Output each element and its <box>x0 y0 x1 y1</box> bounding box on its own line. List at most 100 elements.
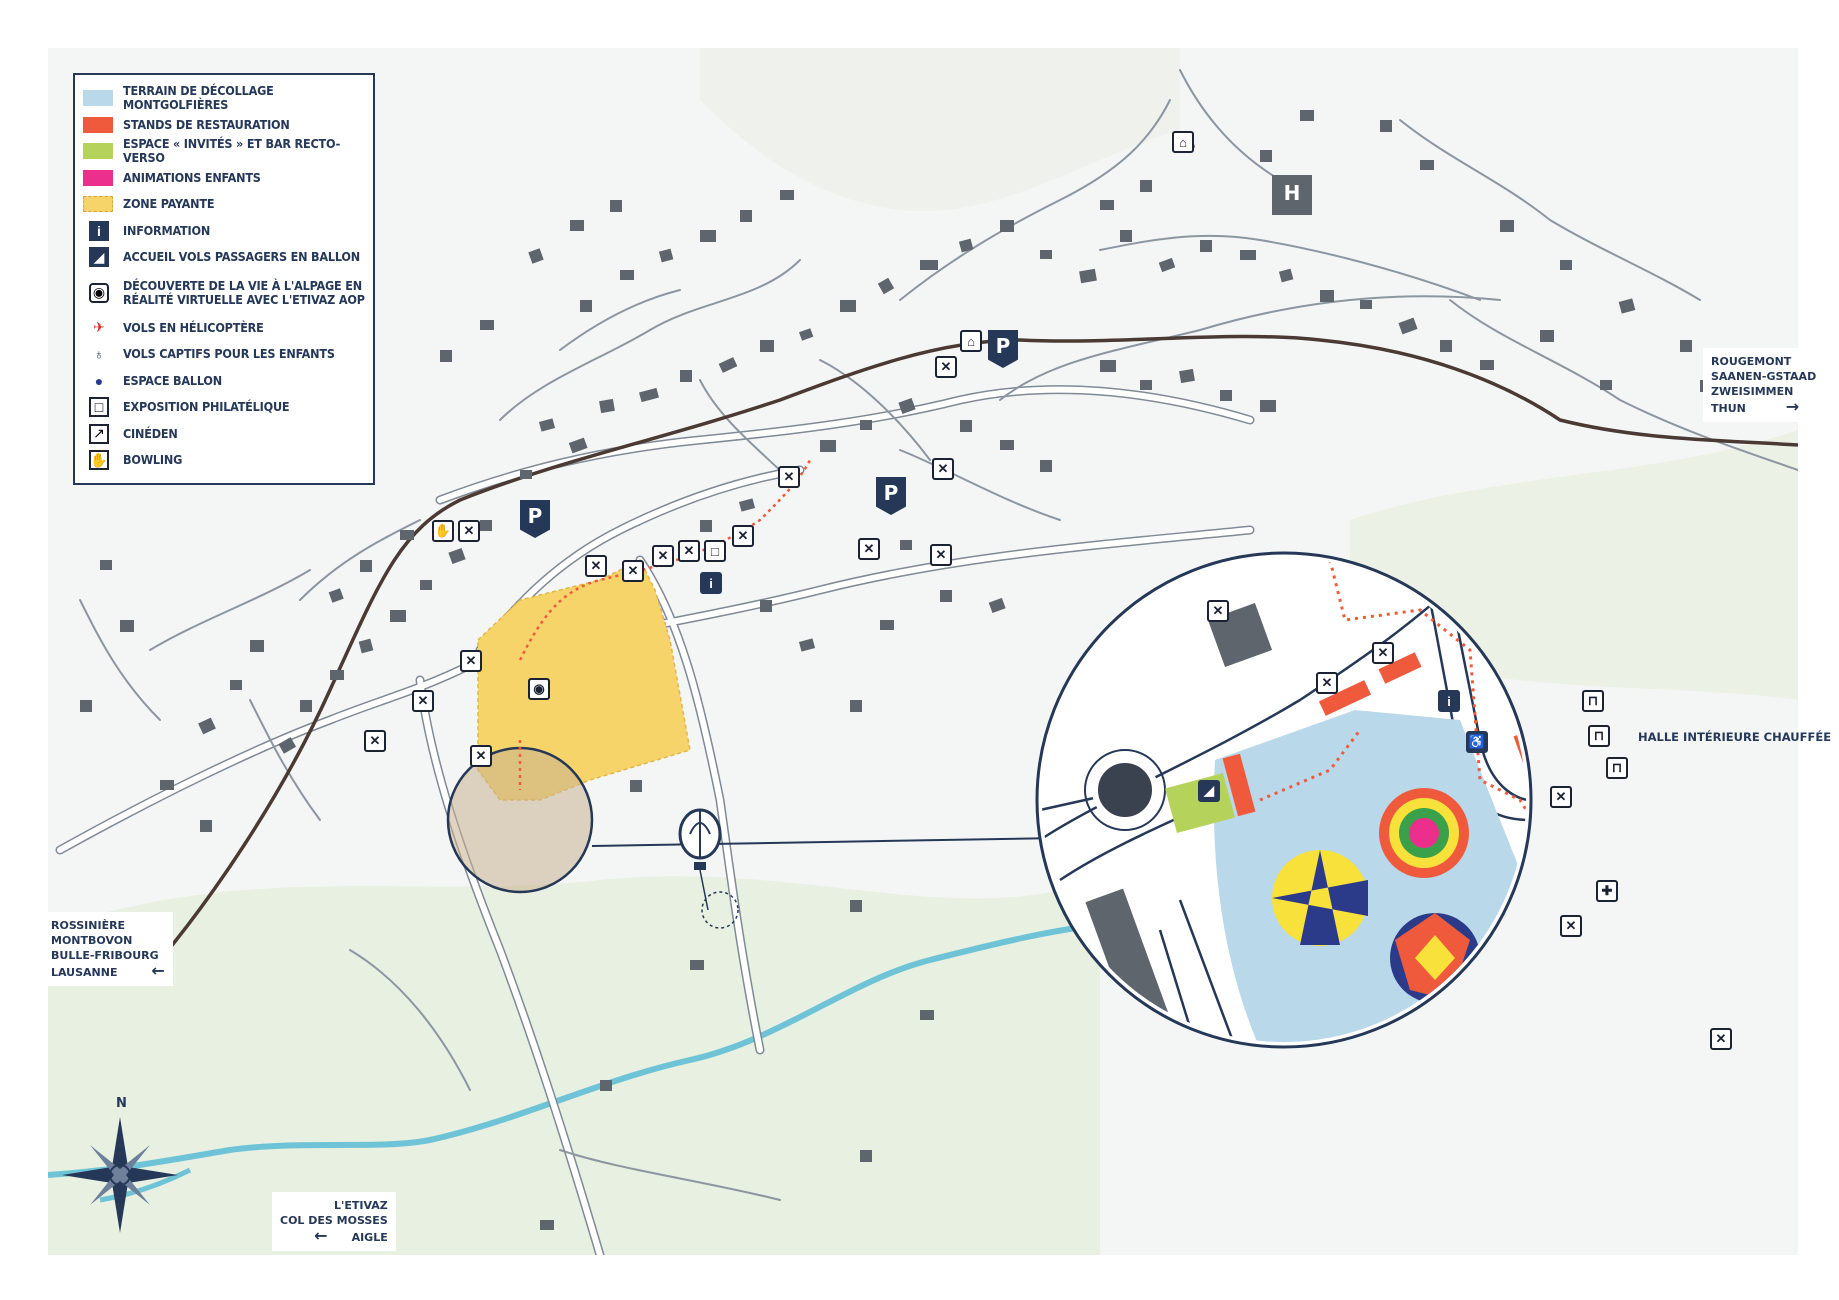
legend-label: Accueil vols passagers en ballon <box>123 249 360 265</box>
compass-rose <box>62 1117 178 1233</box>
stamp-icon: □ <box>89 397 109 418</box>
legend-item: Animations enfants <box>83 165 365 192</box>
legend-label: Animations enfants <box>123 169 261 185</box>
restaurant-icon: ✕ <box>652 545 674 567</box>
river <box>48 922 1101 1178</box>
legend-item: ♁ Vols captifs pour les enfants <box>83 341 365 368</box>
legend-item: ✈ Vols en hélicoptère <box>83 315 365 342</box>
restaurant-icon: ✕ <box>732 525 754 547</box>
destination-name: Bulle-Fribourg <box>51 949 159 962</box>
paid-zone <box>477 558 691 801</box>
restaurant-icon: ✕ <box>932 458 954 480</box>
destination-name: L'Etivaz <box>334 1199 388 1212</box>
first-aid-icon: ✚ <box>1596 880 1618 902</box>
legend-item: ◉ Découverte de la vie à l'alpage en réa… <box>83 271 365 315</box>
legend-item: ↗ Cinéden <box>83 421 365 448</box>
restaurant-icon: ✕ <box>858 538 880 560</box>
destination-west: Rossinière Montbovon Bulle-Fribourg Laus… <box>43 912 173 986</box>
legend-item: Stands de restauration <box>83 112 365 139</box>
destination-name: ←Aigle <box>314 1226 388 1245</box>
vr-goggles-icon: ◉ <box>528 678 550 700</box>
legend-item: □ Exposition philatélique <box>83 394 365 421</box>
legend-swatch <box>83 143 113 160</box>
bowling-icon: ✋ <box>432 520 454 542</box>
legend-item: i Information <box>83 218 365 245</box>
railway <box>158 334 1798 962</box>
legend-label: Zone payante <box>123 196 215 212</box>
legend-swatch <box>83 196 113 213</box>
info-icon: i <box>89 220 109 241</box>
legend-item: Zone payante <box>83 191 365 218</box>
passenger-ramp-icon: ◢ <box>1198 780 1220 802</box>
legend-label: Exposition philatélique <box>123 399 290 415</box>
arrow-left-icon: ← <box>151 961 165 980</box>
accessible-icon: ♿ <box>1466 731 1488 753</box>
restaurant-icon: ✕ <box>470 745 492 767</box>
parking-marker: P <box>520 500 550 538</box>
restaurant-icon: ✕ <box>1316 672 1338 694</box>
legend-item: Terrain de décollage montgolfières <box>83 83 365 113</box>
hotel-marker-label: H <box>1283 181 1301 205</box>
legend-item: ● Espace ballon <box>83 368 365 395</box>
roads <box>55 69 1798 1255</box>
bowling-icon: ✋ <box>89 450 109 471</box>
base-map <box>48 48 1798 1255</box>
roundabout <box>1092 757 1158 823</box>
restaurant-icon: ✕ <box>460 650 482 672</box>
info-icon: i <box>1438 690 1460 712</box>
legend-label: Terrain de décollage montgolfières <box>123 83 274 113</box>
restaurant-icon: ✕ <box>1207 600 1229 622</box>
legend-label: Vols en hélicoptère <box>123 319 264 335</box>
arrow-left-icon: ← <box>314 1226 328 1245</box>
legend-swatch <box>83 169 113 186</box>
restaurant-icon: ✕ <box>412 690 434 712</box>
helicopter-icon: ✈ <box>93 319 105 336</box>
destination-name: Rougemont <box>1711 355 1792 368</box>
restaurant-icon: ✕ <box>1372 642 1394 664</box>
hot-air-balloon-2 <box>1379 788 1469 878</box>
small-balloon-icon: ♁ <box>93 346 105 363</box>
restaurant-icon: ✕ <box>585 555 607 577</box>
legend-label: Espace « invités » et bar Recto-Verso <box>123 136 341 166</box>
restaurant-icon: ✕ <box>458 520 480 542</box>
legend-label: Bowling <box>123 452 183 468</box>
inset-label: Halle intérieure chauffée <box>1638 730 1832 744</box>
parking-marker: P <box>876 477 906 515</box>
museum-icon: ⌂ <box>960 330 982 352</box>
picnic-table-icon: ⊓ <box>1588 725 1610 747</box>
compass-north-label: N <box>116 1096 127 1111</box>
destination-name: Lausanne ← <box>51 961 165 980</box>
legend-label: Cinéden <box>123 425 178 441</box>
arrow-right-icon: → <box>1785 397 1800 416</box>
passenger-ramp-icon: ◢ <box>89 247 109 268</box>
legend-swatch <box>83 116 113 133</box>
vr-goggles-icon: ◉ <box>89 282 109 303</box>
cinema-icon: ↗ <box>89 423 109 444</box>
restaurant-icon: ✕ <box>778 466 800 488</box>
legend-item: ✋ Bowling <box>83 447 365 474</box>
destination-name: Saanen-Gstaad <box>1711 370 1817 383</box>
picnic-table-icon: ⊓ <box>1582 690 1604 712</box>
destination-name: Zweisimmen <box>1711 385 1794 398</box>
legend-swatch <box>83 90 113 107</box>
parking-marker: P <box>988 330 1018 368</box>
legend-label: Vols captifs pour les enfants <box>123 346 335 362</box>
legend-item: Espace « invités » et bar Recto-Verso <box>83 136 365 166</box>
destination-name: Thun → <box>1711 397 1800 416</box>
restaurant-icon: ✕ <box>1550 786 1572 808</box>
restaurant-icon: ✕ <box>1560 915 1582 937</box>
destination-name: Montbovon <box>51 934 133 947</box>
destination-south: L'Etivaz Col des Mosses ←Aigle <box>272 1192 396 1251</box>
legend-item: ◢ Accueil vols passagers en ballon <box>83 244 365 271</box>
balloon-marker <box>678 808 739 929</box>
restaurant-icon: ✕ <box>622 560 644 582</box>
picnic-table-icon: ⊓ <box>1606 757 1628 779</box>
museum-icon: ⌂ <box>1172 131 1194 153</box>
hot-air-balloon-1 <box>1272 850 1368 946</box>
restaurant-icon: ✕ <box>930 544 952 566</box>
restaurant-icon: ✕ <box>935 356 957 378</box>
balloons-icon: ● <box>94 372 104 389</box>
info-icon: i <box>700 572 722 594</box>
map-legend: Terrain de décollage montgolfières Stand… <box>73 73 375 485</box>
